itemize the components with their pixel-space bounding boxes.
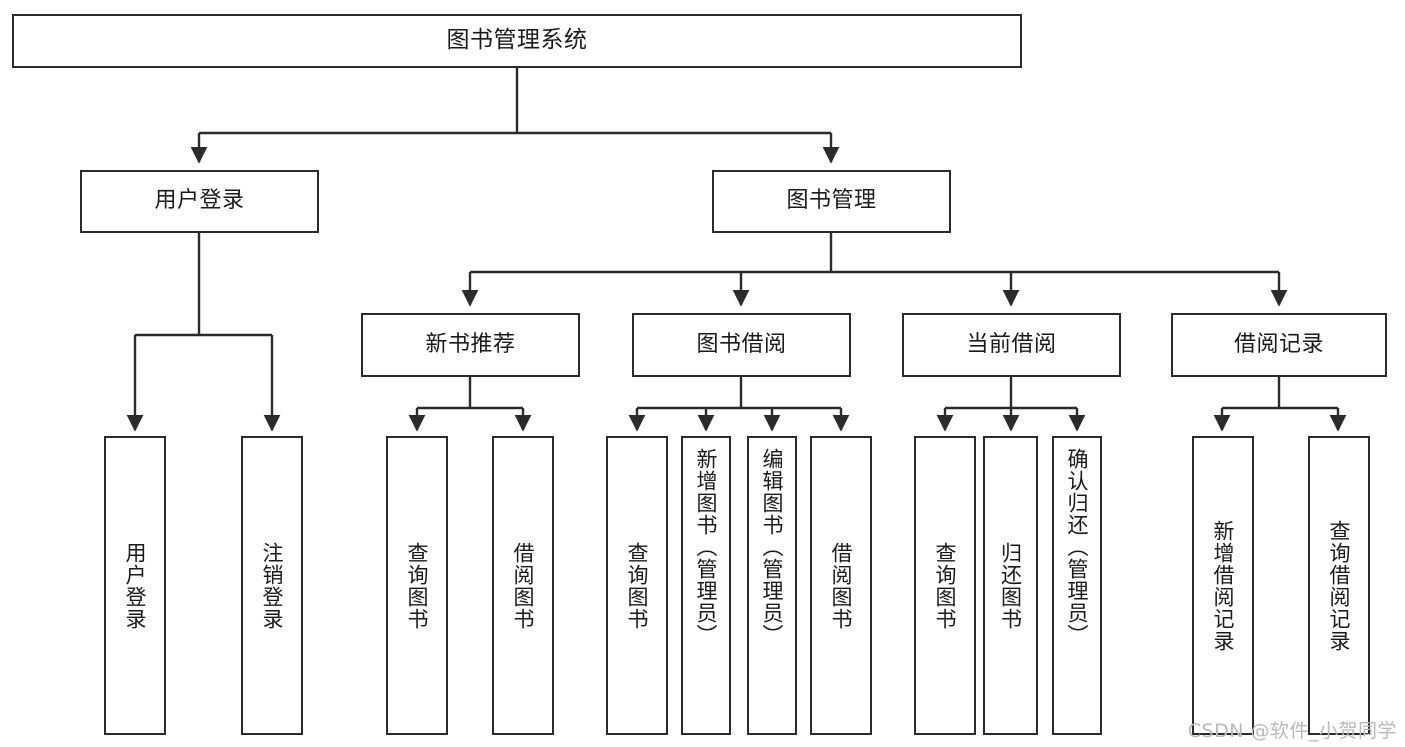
node-label: 用户登录: [154, 188, 245, 214]
node-root-book-management-system[interactable]: 图书管理系统: [12, 14, 1022, 68]
leaf-user-login[interactable]: 用户登录: [104, 436, 166, 735]
leaf-query-book-borrow[interactable]: 查询图书: [606, 436, 668, 735]
leaf-user-logout[interactable]: 注销登录: [241, 436, 303, 735]
leaf-return-book[interactable]: 归还图书: [983, 436, 1038, 735]
node-label: 借阅图书: [511, 541, 536, 630]
node-label: 查询图书: [405, 541, 430, 630]
node-label: 新增借阅记录: [1211, 519, 1236, 652]
leaf-query-book-recommendation[interactable]: 查询图书: [386, 436, 448, 735]
node-label: 编辑图书（管理员）: [760, 448, 785, 646]
node-label: 借阅图书: [829, 541, 854, 630]
node-label: 注销登录: [260, 541, 285, 630]
node-label: 查询图书: [625, 541, 650, 630]
node-label: 归还图书: [998, 541, 1023, 630]
node-borrow-record[interactable]: 借阅记录: [1171, 313, 1387, 377]
node-label: 图书管理系统: [446, 27, 588, 54]
leaf-edit-book-admin[interactable]: 编辑图书（管理员）: [747, 436, 797, 735]
node-label: 确认归还（管理员）: [1065, 448, 1090, 646]
node-label: 查询借阅记录: [1327, 519, 1352, 652]
node-new-book-recommendation[interactable]: 新书推荐: [361, 313, 580, 377]
node-label: 新增图书（管理员）: [694, 448, 719, 646]
leaf-add-borrow-record[interactable]: 新增借阅记录: [1192, 436, 1254, 735]
node-book-manage[interactable]: 图书管理: [712, 170, 951, 233]
node-label: 图书借阅: [696, 331, 787, 357]
node-label: 新书推荐: [425, 331, 516, 357]
leaf-add-book-admin[interactable]: 新增图书（管理员）: [681, 436, 731, 735]
leaf-query-book-current[interactable]: 查询图书: [914, 436, 976, 735]
leaf-borrow-book-recommendation[interactable]: 借阅图书: [492, 436, 554, 735]
leaf-query-borrow-record[interactable]: 查询借阅记录: [1308, 436, 1370, 735]
node-label: 当前借阅: [966, 331, 1057, 357]
node-label: 用户登录: [123, 541, 148, 630]
node-label: 借阅记录: [1233, 331, 1324, 357]
leaf-borrow-book[interactable]: 借阅图书: [810, 436, 872, 735]
node-current-borrow[interactable]: 当前借阅: [902, 313, 1121, 377]
node-book-borrow[interactable]: 图书借阅: [632, 313, 851, 377]
node-label: 图书管理: [786, 188, 877, 214]
node-user-login[interactable]: 用户登录: [80, 170, 319, 233]
csdn-watermark: CSDN @软件_小贺同学: [1187, 720, 1397, 742]
node-label: 查询图书: [933, 541, 958, 630]
leaf-confirm-return-admin[interactable]: 确认归还（管理员）: [1052, 436, 1102, 735]
